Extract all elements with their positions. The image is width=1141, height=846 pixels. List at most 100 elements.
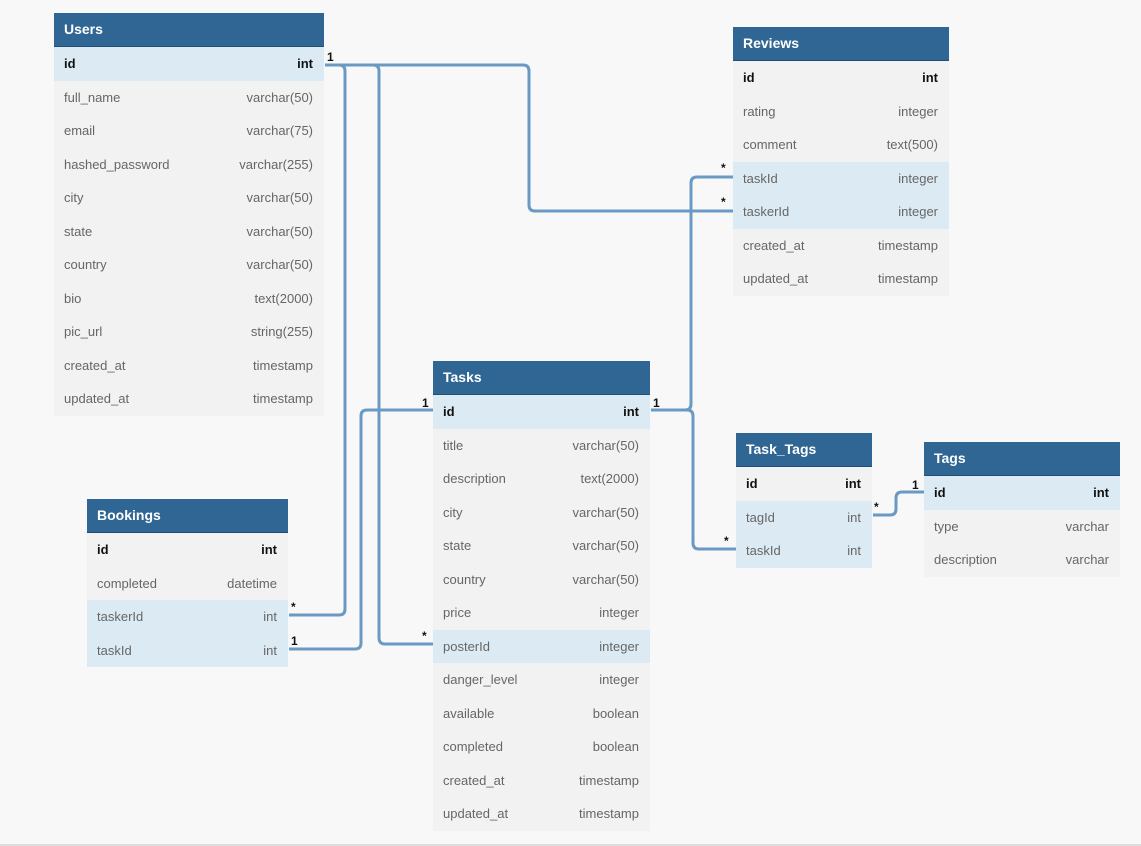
column-name: id <box>743 70 755 86</box>
column-row[interactable]: id int <box>736 467 872 501</box>
column-name: full_name <box>64 89 121 105</box>
column-type: int <box>297 56 313 72</box>
column-row[interactable]: rating integer <box>733 95 949 129</box>
column-name: taskId <box>746 543 781 559</box>
column-type: varchar(50) <box>246 190 313 206</box>
table-title[interactable]: Tasks <box>433 361 650 395</box>
column-name: city <box>64 190 84 206</box>
column-type: int <box>845 476 861 492</box>
column-row[interactable]: danger_level integer <box>433 663 650 697</box>
column-type: varchar(50) <box>572 538 639 554</box>
column-type: int <box>261 542 277 558</box>
column-name: id <box>443 404 455 420</box>
column-name: bio <box>64 290 82 306</box>
column-row[interactable]: city varchar(50) <box>433 496 650 530</box>
table-title[interactable]: Tags <box>924 442 1120 476</box>
column-type: integer <box>898 103 938 119</box>
column-name: pic_url <box>64 324 103 340</box>
table-title[interactable]: Reviews <box>733 27 949 61</box>
column-type: datetime <box>227 575 277 591</box>
column-name: available <box>443 705 495 721</box>
column-name: created_at <box>64 357 126 373</box>
column-name: danger_level <box>443 672 518 688</box>
column-name: created_at <box>443 772 505 788</box>
column-row[interactable]: taskerId integer <box>733 195 949 229</box>
column-type: varchar <box>1065 518 1109 534</box>
column-name: taskId <box>97 642 132 658</box>
column-type: timestamp <box>253 391 313 407</box>
column-type: varchar(50) <box>246 89 313 105</box>
column-name: id <box>746 476 758 492</box>
column-type: integer <box>599 672 639 688</box>
column-row[interactable]: city varchar(50) <box>54 181 324 215</box>
column-name: id <box>64 56 76 72</box>
column-row[interactable]: full_name varchar(50) <box>54 81 324 115</box>
column-row[interactable]: completed datetime <box>87 567 288 601</box>
column-type: int <box>847 509 861 525</box>
column-type: integer <box>599 638 639 654</box>
column-type: integer <box>898 204 938 220</box>
column-row[interactable]: bio text(2000) <box>54 282 324 316</box>
column-name: completed <box>97 575 157 591</box>
column-name: taskerId <box>743 204 790 220</box>
column-type: varchar(50) <box>572 437 639 453</box>
column-type: int <box>922 70 938 86</box>
column-name: city <box>443 504 463 520</box>
table-title[interactable]: Bookings <box>87 499 288 533</box>
column-name: hashed_password <box>64 156 170 172</box>
column-row[interactable]: id int <box>733 61 949 95</box>
column-type: text(2000) <box>254 290 313 306</box>
column-type: timestamp <box>878 271 938 287</box>
column-name: country <box>64 257 107 273</box>
column-name: email <box>64 123 96 139</box>
column-type: int <box>263 609 277 625</box>
table-title[interactable]: Task_Tags <box>736 433 872 467</box>
table-title[interactable]: Users <box>54 13 324 47</box>
column-name: comment <box>743 137 797 153</box>
bottom-divider <box>0 844 1141 846</box>
column-type: timestamp <box>878 237 938 253</box>
column-row[interactable]: id int <box>54 47 324 81</box>
column-name: rating <box>743 103 776 119</box>
column-name: description <box>934 552 997 568</box>
column-type: varchar(50) <box>572 504 639 520</box>
column-type: text(2000) <box>580 471 639 487</box>
